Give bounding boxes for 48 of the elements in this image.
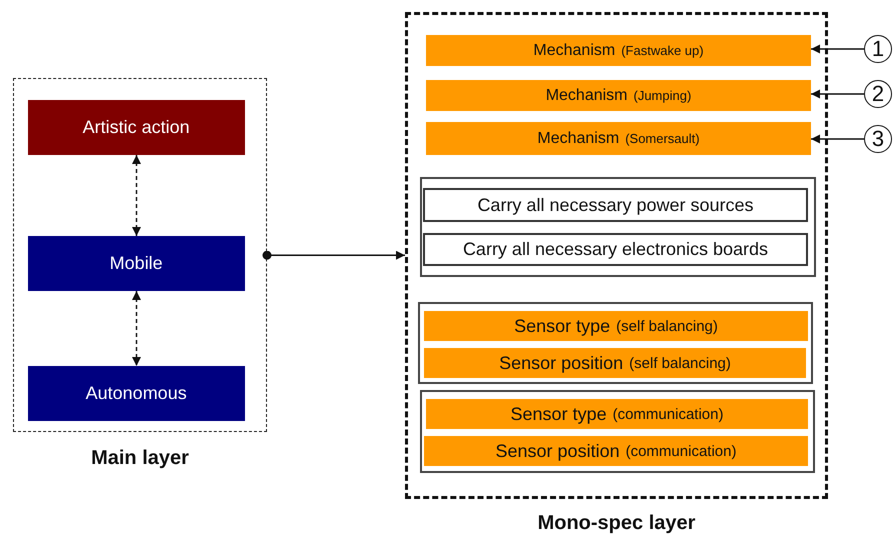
arrow — [811, 134, 864, 144]
spec-label: Sensor position — [496, 440, 620, 462]
arrow — [132, 291, 141, 366]
spec-qualifier: (communication) — [612, 406, 724, 422]
arrow — [811, 44, 864, 54]
spec-box — [426, 35, 811, 66]
spec-qualifier: (self balancing) — [629, 354, 731, 372]
category-box — [28, 366, 245, 421]
layer-title: Mono-spec layer — [536, 512, 696, 535]
spec-box — [426, 399, 808, 429]
category-box — [28, 100, 245, 155]
category-box — [28, 236, 245, 291]
spec-box — [426, 122, 811, 155]
spec-qualifier: (communication) — [626, 442, 736, 460]
number-circle — [864, 125, 892, 153]
spec-box — [426, 80, 811, 111]
spec-qualifier: (Fastwake up) — [621, 43, 704, 58]
spec-label: Mechanism — [537, 130, 620, 148]
group-box — [420, 177, 816, 277]
spec-qualifier: (self balancing) — [616, 318, 718, 334]
spec-label: Mechanism — [546, 86, 628, 104]
box-label: Mobile — [110, 252, 163, 274]
box-label: Carry all necessary electronics boards — [462, 239, 768, 260]
number-circle — [864, 35, 892, 63]
number-circle — [864, 80, 892, 108]
spec-label: Mechanism — [533, 42, 616, 60]
box-label: Autonomous — [86, 382, 187, 404]
group-box — [418, 302, 813, 384]
arrow — [262, 250, 405, 260]
spec-label: Sensor type — [514, 316, 610, 336]
group-box — [420, 390, 815, 473]
callout-number: 1 — [872, 36, 884, 62]
spec-box — [424, 348, 806, 378]
callout-number: 3 — [872, 126, 884, 152]
spec-label: Sensor position — [499, 352, 624, 374]
spec-box — [424, 436, 808, 466]
layer-title: Main layer — [90, 447, 190, 470]
spec-box — [424, 311, 808, 341]
spec-qualifier: (Somersault) — [625, 131, 700, 146]
box-label: Artistic action — [82, 116, 190, 138]
spec-box — [423, 188, 808, 222]
callout-number: 2 — [872, 81, 884, 107]
spec-label: Sensor type — [510, 404, 607, 424]
box-label: Carry all necessary power sources — [477, 194, 754, 216]
spec-box — [423, 233, 808, 266]
arrow — [132, 155, 141, 236]
spec-qualifier: (Jumping) — [634, 88, 692, 103]
arrow — [811, 90, 864, 98]
